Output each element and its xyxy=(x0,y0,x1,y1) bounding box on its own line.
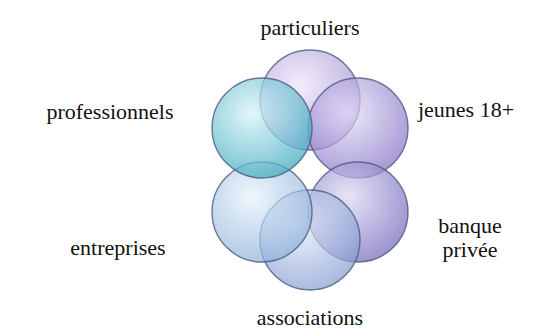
circle xyxy=(212,78,312,178)
segment-label: particuliers xyxy=(261,16,360,40)
segment-label: professionnels xyxy=(46,100,173,124)
segment-label: jeunes 18+ xyxy=(418,98,514,122)
segment-label: banque privée xyxy=(425,214,515,262)
segment-label: entreprises xyxy=(70,236,165,260)
segment-label: associations xyxy=(257,306,363,330)
